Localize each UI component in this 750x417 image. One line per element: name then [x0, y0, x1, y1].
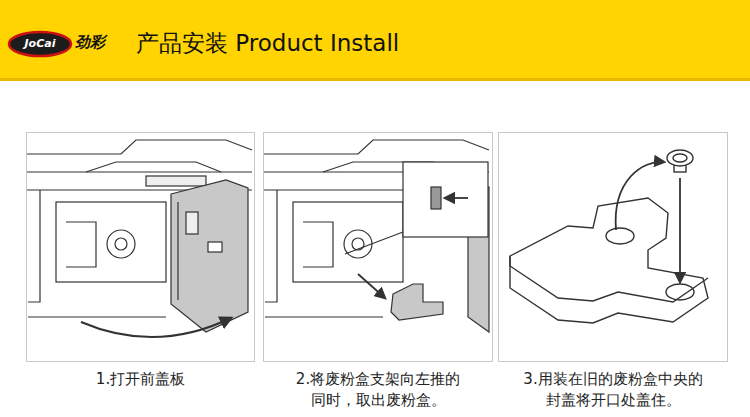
copier-open-cover-part [81, 318, 231, 337]
waste-box-cap-part [616, 162, 664, 230]
waste-box-cap-part [679, 178, 681, 282]
step-panel: 1.打开前盖板 [26, 132, 255, 362]
caption-line: 同时，取出废粉盒。 [311, 391, 446, 409]
copier-open-cover-part [107, 230, 135, 258]
brand-logo [9, 32, 71, 56]
copier-open-cover-part [115, 238, 127, 250]
copier-open-cover-part [26, 140, 252, 154]
waste-box-cap-part [510, 198, 708, 323]
copier-open-cover-part [56, 202, 166, 282]
step-panel: 3.用装在旧的废粉盒中央的 封盖将开口处盖住。 [498, 132, 728, 362]
copier-open-cover-part [26, 171, 252, 172]
copier-remove-waste-box-part [352, 238, 364, 250]
waste-box-cap-part [673, 154, 687, 162]
copier-remove-waste-box-part [344, 230, 372, 258]
waste-box-cap-part [510, 256, 708, 302]
copier-remove-waste-box-part [265, 190, 277, 302]
caption-line: 3.用装在旧的废粉盒中央的 [523, 370, 702, 388]
copier-open-cover [26, 140, 252, 337]
copier-open-cover-part [171, 180, 248, 332]
copier-open-cover-part [66, 222, 96, 267]
brand-name: 劲彩 [75, 33, 105, 52]
waste-box-cap-part [667, 150, 693, 166]
step-caption: 3.用装在旧的废粉盒中央的 封盖将开口处盖住。 [499, 369, 727, 411]
caption-line: 2.将废粉盒支架向左推的 [296, 370, 460, 388]
step-caption: 2.将废粉盒支架向左推的 同时，取出废粉盒。 [264, 369, 492, 411]
waste-box-cap [510, 150, 708, 323]
copier-remove-waste-box-part [391, 284, 443, 320]
copier-remove-waste-box-part [403, 162, 488, 237]
copier-open-cover-part [177, 202, 178, 300]
caption-line: 封盖将开口处盖住。 [546, 391, 681, 409]
copier-remove-waste-box-part [345, 232, 403, 254]
copier-remove-waste-box-part [358, 274, 385, 298]
waste-box-cap-part [666, 284, 694, 300]
copier-open-cover-part [208, 242, 222, 252]
page-title: 产品安装 Product Install [136, 28, 399, 58]
copier-open-cover-part [28, 316, 166, 317]
copier-remove-waste-box-part [303, 222, 333, 267]
brand-logo-part [9, 32, 71, 56]
copier-remove-waste-box-part [445, 197, 468, 199]
logo-text: JoCai [9, 36, 71, 51]
copier-remove-waste-box-part [293, 202, 403, 282]
copier-open-cover-part [146, 176, 206, 186]
copier-remove-waste-box-part [263, 140, 489, 154]
copier-open-cover-part [28, 190, 40, 302]
waste-box-cap-part [606, 228, 634, 244]
copier-remove-waste-box-part [431, 187, 441, 209]
copier-open-cover-part [86, 162, 221, 172]
caption-line: 1.打开前盖板 [96, 370, 185, 388]
step-panel: 2.将废粉盒支架向左推的 同时，取出废粉盒。 [263, 132, 493, 362]
copier-remove-waste-box [263, 140, 489, 332]
copier-open-cover-part [186, 212, 198, 234]
copier-remove-waste-box-part [265, 316, 383, 317]
step-caption: 1.打开前盖板 [27, 369, 254, 390]
